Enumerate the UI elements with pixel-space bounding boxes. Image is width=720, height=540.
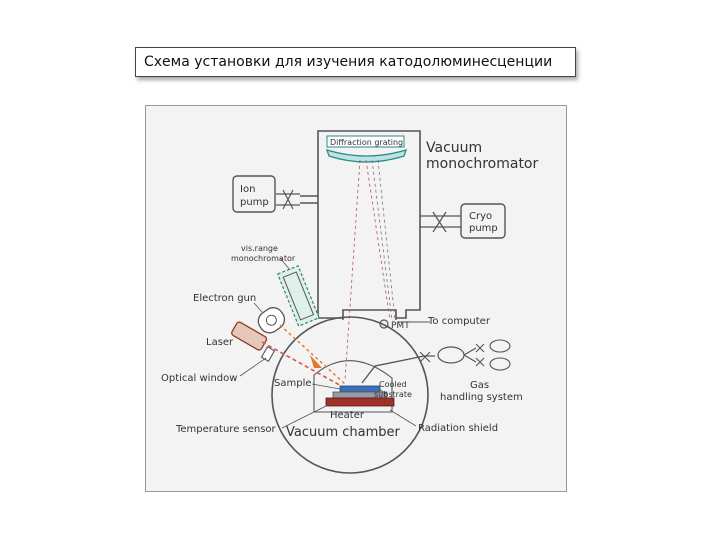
light-path-2: [365, 159, 391, 321]
leader-visrange: [279, 257, 291, 271]
label-gas: Gas: [470, 380, 489, 391]
label-radiation-shield: Radiation shield: [418, 423, 498, 434]
laser: [231, 321, 268, 351]
optical-window: [260, 346, 276, 362]
gas-bottle-bottom: [489, 357, 511, 371]
diagram-frame: [145, 105, 567, 492]
ion-pump-box: [232, 175, 276, 213]
gas-bottle-left: [437, 346, 465, 364]
leader-electron-gun: [253, 302, 263, 313]
cryo-pump-box: [460, 203, 506, 239]
electron-beam-arrow: [310, 355, 322, 368]
cryo-pump-valve: [420, 211, 461, 233]
ion-pump-connector: [300, 195, 318, 204]
label-ion: Ion: [240, 184, 255, 195]
light-path-3: [371, 159, 393, 321]
leader-optical-window: [239, 357, 267, 377]
label-diffraction-grating: Diffraction grating: [330, 138, 403, 147]
gas-bottle-top: [489, 339, 511, 353]
label-sample: Sample: [274, 378, 312, 389]
monochromator-housing: [317, 130, 421, 319]
label-pmt: PMT: [391, 321, 410, 331]
light-path-1: [344, 159, 361, 381]
label-vacuum-chamber: Vacuum chamber: [286, 425, 401, 440]
label-cryo: Cryo: [469, 211, 492, 222]
label-substrate: substrate: [374, 390, 412, 399]
gas-line: [361, 355, 435, 384]
gas-valves-right: [463, 343, 485, 367]
label-visrange: vis.range: [241, 244, 278, 253]
electron-gun: [257, 307, 286, 334]
label-heater: Heater: [330, 410, 365, 421]
label-optical-window: Optical window: [161, 373, 237, 384]
laser-beam: [261, 341, 346, 389]
diffraction-grating: [325, 149, 408, 163]
electron-beam: [279, 324, 346, 385]
gas-valve: [419, 351, 431, 363]
label-cooled: Cooled: [379, 380, 407, 389]
leader-temp-sensor: [281, 403, 331, 429]
leader-cooled: [377, 387, 387, 395]
label-vacuum: Vacuum: [426, 140, 482, 156]
slide-title-box: Схема установки для изучения катодолюмин…: [135, 47, 576, 77]
label-electron-gun: Electron gun: [193, 293, 256, 304]
leader-radiation-shield: [389, 409, 417, 427]
label-monochromator: monochromator: [426, 156, 538, 172]
vis-range-monochromator: [276, 265, 320, 327]
ion-pump-valve: [276, 189, 300, 210]
label-laser: Laser: [206, 337, 234, 348]
label-gas-handling: handling system: [440, 392, 523, 403]
radiation-shield: [313, 360, 393, 413]
label-ion-pump: pump: [240, 197, 269, 208]
grating-label-box: [326, 135, 405, 148]
label-cryo-pump: pump: [469, 223, 498, 234]
vacuum-chamber: [271, 316, 429, 474]
chamber-neck: [342, 318, 397, 320]
leader-sample: [311, 383, 341, 390]
label-to-computer: To computer: [427, 316, 491, 327]
label-visrange-mono: monochromator: [231, 254, 296, 263]
slide-title: Схема установки для изучения катодолюмин…: [144, 54, 553, 70]
heater: [325, 397, 395, 407]
label-temperature-sensor: Temperature sensor: [175, 424, 277, 435]
light-path-4: [377, 159, 396, 321]
pmt: [379, 319, 389, 329]
